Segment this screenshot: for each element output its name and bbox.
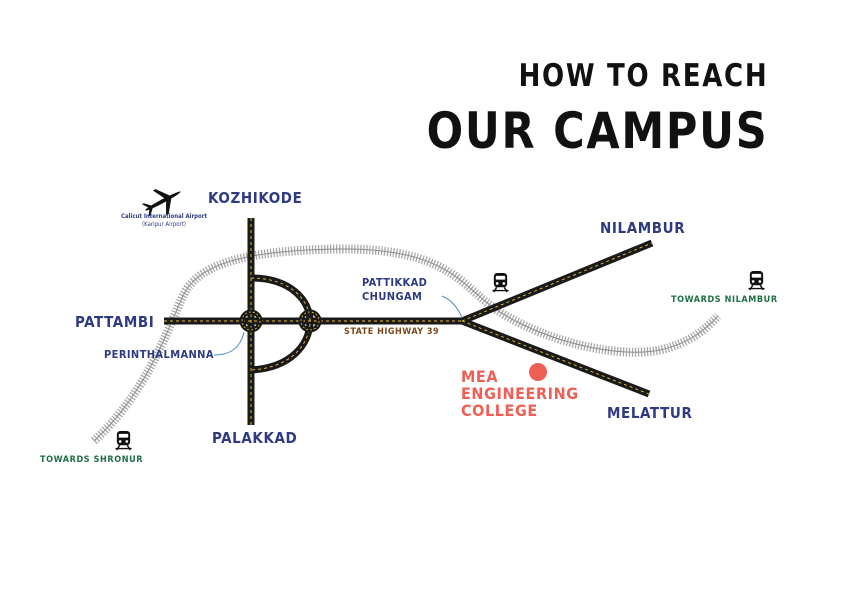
- direction-label-nilambur: TOWARDS NILAMBUR: [671, 295, 778, 305]
- roundabout: [298, 309, 322, 333]
- pattikkad-line-1: PATTIKKAD: [362, 276, 428, 289]
- college-marker: [529, 363, 547, 381]
- college-label: MEA ENGINEERING COLLEGE: [461, 367, 579, 420]
- airplane-icon: [142, 189, 181, 217]
- place-label-nilambur: NILAMBUR: [600, 219, 686, 237]
- train-icon: [491, 272, 510, 293]
- airport-name: Calicut International Airport: [121, 213, 207, 220]
- pattikkad-line-2: CHUNGAM: [362, 289, 423, 303]
- airport-alt-name: (Karipur Airport): [142, 220, 186, 228]
- place-label-pattikkad: PATTIKKAD CHUNGAM: [362, 276, 427, 304]
- title-line-1: HOW TO REACH: [518, 58, 768, 94]
- place-label-perinthalmanna: PERINTHALMANNA: [104, 348, 214, 361]
- road-network: [164, 218, 654, 425]
- college-line-2: ENGINEERING: [461, 383, 579, 403]
- college-line-1: MEA: [461, 367, 499, 386]
- direction-label-shronur: TOWARDS SHRONUR: [40, 455, 144, 465]
- airport-label: Calicut International Airport (Karipur A…: [116, 213, 212, 229]
- highway-label: STATE HIGHWAY 39: [344, 327, 440, 337]
- place-label-melattur: MELATTUR: [607, 404, 693, 422]
- train-icon: [747, 270, 766, 291]
- place-label-palakkad: PALAKKAD: [212, 429, 298, 447]
- train-icon: [114, 430, 133, 451]
- place-label-kozhikode: KOZHIKODE: [208, 189, 303, 207]
- roundabout: [239, 309, 263, 333]
- title-line-2: OUR CAMPUS: [426, 102, 768, 160]
- pointer-line-pattikkad: [441, 295, 463, 319]
- college-line-3: COLLEGE: [461, 400, 538, 420]
- place-label-pattambi: PATTAMBI: [75, 313, 155, 331]
- railway-track: [90, 244, 722, 445]
- pointer-line-perinthalmanna: [213, 331, 245, 356]
